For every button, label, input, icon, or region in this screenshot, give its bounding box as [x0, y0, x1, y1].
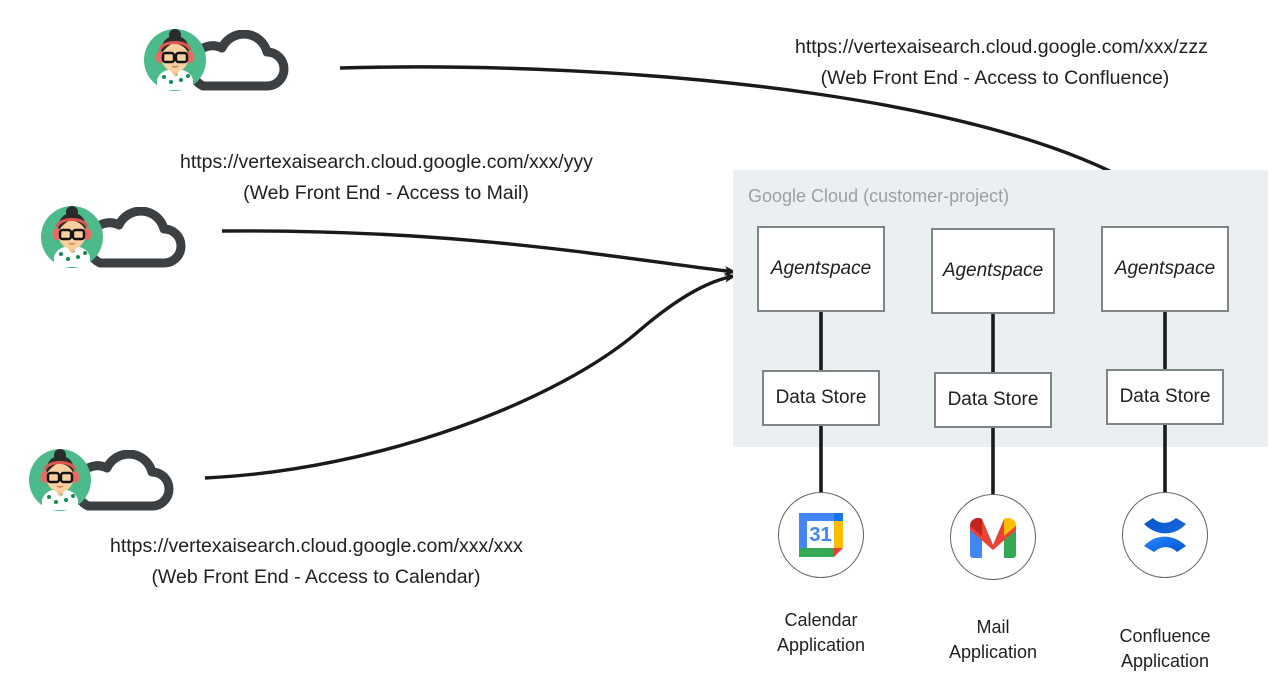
- user-label-confluence: https://vertexaisearch.cloud.google.com/…: [795, 32, 1208, 94]
- calendar-day-number: 31: [809, 524, 831, 546]
- mail-app-caption-line2: Application: [948, 642, 1038, 662]
- user-url-mail: https://vertexaisearch.cloud.google.com/…: [180, 151, 593, 173]
- user-cloud-group-confluence[interactable]: [143, 28, 343, 106]
- user-label-mail: https://vertexaisearch.cloud.google.com/…: [180, 147, 593, 209]
- confluence-icon: [1144, 518, 1186, 552]
- agentspace-box-2[interactable]: Agentspace: [931, 228, 1055, 314]
- user-avatar-icon: [29, 449, 91, 511]
- user-caption-calendar: (Web Front End - Access to Calendar): [151, 566, 481, 588]
- calendar-app-circle[interactable]: 31: [778, 492, 864, 578]
- gmail-icon: [969, 517, 1017, 558]
- user-cloud-group-mail[interactable]: [40, 205, 240, 283]
- user-avatar-icon: [41, 206, 103, 268]
- arrow-user-calendar: [204, 272, 737, 480]
- arrow-user-mail: [221, 229, 737, 276]
- agentspace-box-3[interactable]: Agentspace: [1101, 226, 1229, 312]
- user-label-calendar: https://vertexaisearch.cloud.google.com/…: [110, 531, 523, 593]
- confluence-app-circle[interactable]: [1122, 492, 1208, 578]
- datastore-box-2[interactable]: Data Store: [934, 372, 1052, 428]
- confluence-app-caption: Confluence Application: [1065, 624, 1265, 674]
- agentspace-box-1[interactable]: Agentspace: [757, 226, 885, 312]
- confluence-app-caption-line1: Confluence: [1119, 626, 1211, 646]
- user-caption-confluence: (Web Front End - Access to Confluence): [820, 67, 1170, 89]
- mail-app-caption-line1: Mail: [976, 617, 1010, 637]
- mail-app-circle[interactable]: [950, 494, 1036, 580]
- user-caption-mail: (Web Front End - Access to Mail): [243, 182, 529, 204]
- calendar-app-caption-line1: Calendar: [784, 610, 858, 630]
- mail-app-caption: Mail Application: [893, 615, 1093, 665]
- user-cloud-group-calendar[interactable]: [28, 448, 228, 526]
- user-url-confluence: https://vertexaisearch.cloud.google.com/…: [795, 36, 1208, 58]
- google-calendar-icon: 31: [799, 513, 843, 557]
- google-cloud-label: Google Cloud (customer-project): [748, 186, 1010, 206]
- user-url-calendar: https://vertexaisearch.cloud.google.com/…: [110, 535, 523, 557]
- user-avatar-icon: [144, 29, 206, 91]
- datastore-box-3[interactable]: Data Store: [1106, 369, 1224, 425]
- confluence-app-caption-line2: Application: [1120, 651, 1210, 671]
- datastore-box-1[interactable]: Data Store: [762, 370, 880, 426]
- calendar-app-caption: Calendar Application: [721, 608, 921, 658]
- calendar-app-caption-line2: Application: [776, 635, 866, 655]
